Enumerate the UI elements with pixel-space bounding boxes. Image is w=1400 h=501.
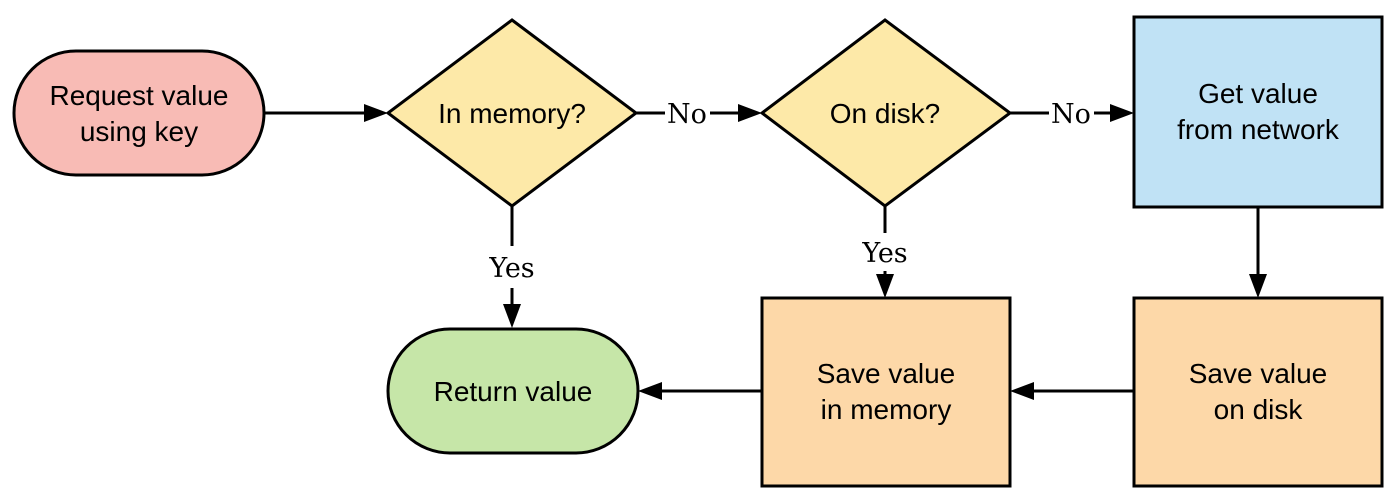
node-on-disk-label: On disk? — [830, 98, 941, 129]
node-in-memory-label: In memory? — [438, 98, 586, 129]
node-network-label-line2: from network — [1177, 114, 1340, 145]
node-save-memory-label-line1: Save value — [817, 358, 956, 389]
node-request-value: Request value using key — [12, 49, 266, 177]
node-return-label: Return value — [434, 376, 593, 407]
arrowhead-disk-yes — [876, 274, 894, 298]
node-request-label-line2: using key — [80, 116, 198, 147]
arrowhead-memory-yes — [503, 304, 521, 328]
edge-label-memory-yes: Yes — [488, 253, 534, 284]
node-request-label-line1: Request value — [49, 80, 228, 111]
process-shape-save-memory — [760, 296, 1012, 488]
node-save-on-disk: Save value on disk — [1132, 296, 1384, 488]
arrowhead-request-to-memory-check — [364, 104, 388, 122]
node-in-memory-decision: In memory? — [385, 18, 639, 208]
node-network-label-line1: Get value — [1198, 78, 1318, 109]
node-on-disk-decision: On disk? — [759, 18, 1013, 208]
arrowhead-memory-no — [738, 104, 762, 122]
process-shape-network — [1132, 15, 1384, 209]
edge-label-disk-yes: Yes — [861, 238, 907, 269]
decision-shape-in-memory — [385, 18, 639, 208]
arrowhead-save-memory-to-return — [638, 382, 662, 400]
node-return-value: Return value — [386, 327, 640, 455]
terminal-shape-request — [12, 49, 266, 177]
terminal-shape-return — [386, 327, 640, 455]
node-get-from-network: Get value from network — [1132, 15, 1384, 209]
arrowhead-network-to-save-disk — [1249, 274, 1267, 298]
arrowhead-save-disk-to-save-memory — [1010, 382, 1034, 400]
edge-label-disk-no: No — [1051, 99, 1091, 130]
decision-shape-on-disk — [759, 18, 1013, 208]
node-save-in-memory: Save value in memory — [760, 296, 1012, 488]
process-shape-save-disk — [1132, 296, 1384, 488]
edge-label-memory-no: No — [667, 99, 707, 130]
node-save-disk-label-line1: Save value — [1189, 358, 1328, 389]
node-save-memory-label-line2: in memory — [821, 394, 952, 425]
node-save-disk-label-line2: on disk — [1214, 394, 1304, 425]
arrowhead-disk-no — [1110, 104, 1134, 122]
